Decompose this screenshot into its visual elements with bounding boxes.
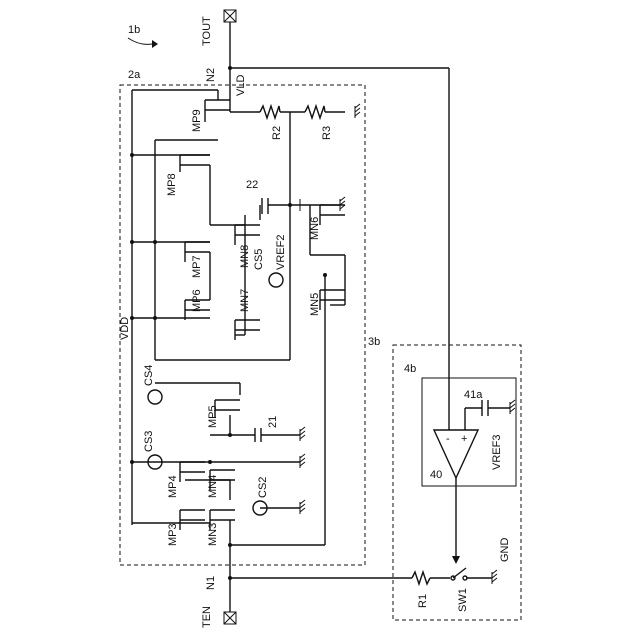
block-3b-box bbox=[393, 345, 521, 620]
cap-21-label: 21 bbox=[267, 416, 279, 428]
block-4b-label: 4b bbox=[404, 363, 416, 375]
ten-terminal bbox=[224, 612, 236, 624]
figure-ref-label: 1b bbox=[128, 24, 140, 36]
r1-label: R1 bbox=[417, 594, 429, 608]
vld-label: VLD bbox=[235, 75, 247, 96]
ten-label: TEN bbox=[201, 606, 213, 628]
switch-sw1 bbox=[451, 568, 467, 580]
resistor-r1 bbox=[412, 572, 430, 584]
vdd-label: VDD bbox=[119, 317, 131, 340]
cs2-label: CS2 bbox=[257, 477, 269, 498]
capacitor-22 bbox=[262, 198, 290, 214]
mp7-label: MP7 bbox=[191, 255, 203, 278]
block-2a-box bbox=[120, 85, 365, 565]
mp3-label: MP3 bbox=[167, 523, 179, 546]
tout-terminal bbox=[224, 10, 236, 22]
cs5-label: CS5 bbox=[253, 249, 265, 270]
junction-dots bbox=[130, 66, 327, 580]
mn6-label: MN6 bbox=[309, 217, 321, 240]
figure-ref-arrow bbox=[128, 38, 152, 44]
gnd-label: GND bbox=[499, 538, 511, 563]
block-3b-label: 3b bbox=[368, 336, 380, 348]
mn4-label: MN4 bbox=[207, 475, 219, 498]
mp8-label: MP8 bbox=[166, 173, 178, 196]
current-source-cs5 bbox=[269, 273, 283, 287]
tout-label: TOUT bbox=[201, 16, 213, 46]
vref3-label: VREF3 bbox=[491, 435, 503, 470]
block-2a-label: 2a bbox=[128, 69, 141, 81]
figure-ref-arrowhead bbox=[152, 40, 158, 48]
comparator-ref-label: 40 bbox=[430, 469, 442, 481]
n2-label: N2 bbox=[205, 68, 217, 82]
mn7-label: MN7 bbox=[239, 289, 251, 312]
mn3-label: MN3 bbox=[207, 523, 219, 546]
mn8-label: MN8 bbox=[239, 245, 251, 268]
current-source-cs4 bbox=[148, 390, 162, 404]
comparator-41a-label: 41a bbox=[464, 389, 483, 401]
sw1-label: SW1 bbox=[457, 588, 469, 612]
vref2-label: VREF2 bbox=[275, 235, 287, 270]
capacitor-21 bbox=[255, 428, 300, 442]
comparator-minus: - bbox=[446, 433, 450, 445]
mp6-label: MP6 bbox=[191, 289, 203, 312]
capacitor-41a bbox=[465, 400, 510, 430]
ground-symbols bbox=[300, 104, 515, 584]
r3-label: R3 bbox=[321, 126, 333, 140]
r2-label: R2 bbox=[271, 126, 283, 140]
comparator-plus: + bbox=[461, 433, 467, 445]
resistor-r2 bbox=[260, 106, 280, 118]
arrow-to-switch bbox=[452, 556, 460, 564]
cs3-label: CS3 bbox=[143, 431, 155, 452]
mp4-label: MP4 bbox=[167, 475, 179, 498]
wires bbox=[132, 22, 492, 612]
resistor-r3 bbox=[305, 106, 325, 118]
cs4-label: CS4 bbox=[143, 365, 155, 386]
cap-22-label: 22 bbox=[246, 179, 258, 191]
mp9-label: MP9 bbox=[191, 109, 203, 132]
mn5-label: MN5 bbox=[309, 293, 321, 316]
n1-label: N1 bbox=[205, 576, 217, 590]
mp5-label: MP5 bbox=[207, 405, 219, 428]
